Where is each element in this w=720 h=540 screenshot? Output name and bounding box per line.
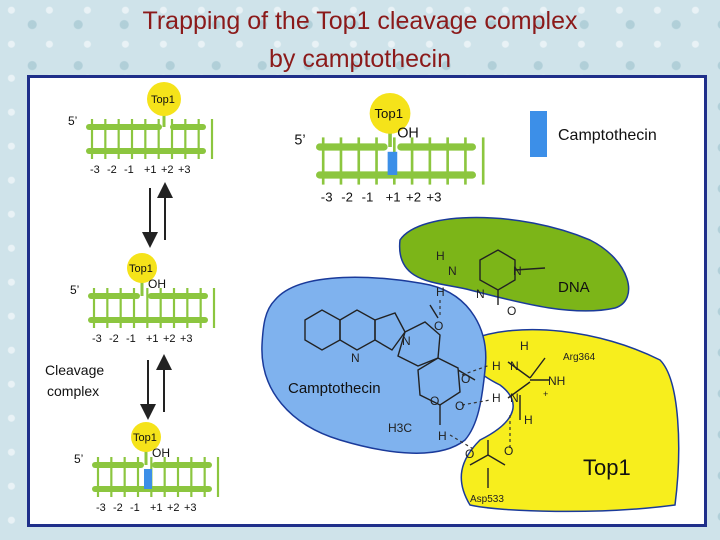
top1-ball-label: Top1 [151,94,175,106]
position-label: -2 [113,502,123,514]
atom-h-2: H [436,285,445,299]
atom-n-6: N [510,359,519,373]
asp533-label: Asp533 [470,494,504,505]
dna-top-strand-right [170,124,206,130]
camptothecin-region [261,276,487,454]
dna-top-strand-left [86,124,162,130]
position-label: +3 [180,333,193,345]
camptothecin-marker [387,151,398,175]
camptothecin-marker [144,469,152,489]
atom-o-6: O [465,447,474,461]
atom-o-3: O [461,372,470,386]
position-label: +1 [146,333,159,345]
position-label: +2 [406,189,421,204]
top1-region [460,328,680,513]
position-label: -3 [90,164,100,176]
position-label: -3 [321,189,333,204]
dna-top-strand-right [397,143,476,151]
atom-h-3: H [438,429,447,443]
atom-o-1: O [507,304,516,318]
dna-top-strand-right [152,462,212,468]
top1-ball-label: Top1 [133,432,157,444]
position-label: +3 [178,164,191,176]
dna-top-strand-left [92,462,144,468]
position-label: -1 [362,189,374,204]
top1-region-label: Top1 [583,455,631,480]
atom-n-4: N [351,351,360,365]
position-label: +1 [150,502,163,514]
title-line-2: by camptothecin [268,45,452,73]
dna-top-strand-left [316,143,388,151]
dna-bottom-strand [86,148,206,154]
camptothecin-legend-label: Camptothecin [558,127,657,144]
five-prime-label: 5’ [70,283,79,297]
five-prime-label: 5’ [74,452,83,466]
atom-n-5: N [402,334,411,348]
oh-label: OH [152,446,170,460]
atom-h-4: H [492,359,501,373]
atom-n-2: N [476,287,485,301]
atom-h-7: H [524,413,533,427]
atom-o-7: O [504,444,513,458]
position-label: -2 [341,189,353,204]
top1-ball-label: Top1 [374,106,403,121]
aspartate-structure [469,440,506,488]
position-label: -1 [126,333,136,345]
position-label: +2 [167,502,180,514]
position-label: +2 [163,333,176,345]
atom-n-3: N [513,264,522,278]
atom-h-5: H [520,339,529,353]
position-label: +2 [161,164,174,176]
hydrogen-bonds [439,300,511,451]
atom-n-1: N [448,264,457,278]
dna-region-label: DNA [558,279,590,296]
position-label: -3 [92,333,102,345]
camptothecin-structure [304,304,476,425]
camptothecin-legend-swatch [530,111,547,157]
atom-h-1: H [436,249,445,263]
position-label: +3 [184,502,197,514]
dna-top-strand-right [148,293,208,299]
atom-h3c: H3C [388,421,412,435]
atom-n-7: N [510,391,519,405]
camptothecin-region-label: Camptothecin [288,380,381,397]
top1-ball [369,93,411,134]
cleavage-complex-line-2: complex [47,383,99,399]
arginine-structure [507,357,550,420]
arg364-label: Arg364 [563,352,596,363]
atom-nh: NH [548,374,565,388]
oh-label: OH [148,277,166,291]
top1-ball [131,422,161,452]
cytosine-structure [479,249,546,305]
title-line-1: Trapping of the Top1 cleavage complex [142,7,578,35]
dna-region [399,216,630,312]
top1-ball [127,253,157,283]
atom-o-2: O [434,319,443,333]
oh-label: OH [397,125,419,141]
atom-plus: + [543,389,548,399]
position-label: -3 [96,502,106,514]
position-label: +1 [144,164,157,176]
dna-top-strand-left [88,293,140,299]
atom-h-6: H [492,391,501,405]
atom-o-5: O [455,399,464,413]
cleavage-complex-line-1: Cleavage [45,362,104,378]
position-label: -2 [109,333,119,345]
top1-ball-label: Top1 [129,263,153,275]
position-label: +1 [386,189,401,204]
top1-ball [147,82,181,116]
dna-bottom-strand [88,317,208,323]
position-label: -2 [107,164,117,176]
position-label: -1 [130,502,140,514]
atom-o-4: O [430,394,439,408]
five-prime-label: 5’ [68,114,77,128]
position-label: +3 [426,189,441,204]
position-label: -1 [124,164,134,176]
dna-diagram-1: Top1 5’ -3 -2 -1 +1 +2 +3 [68,82,214,176]
five-prime-label: 5’ [294,133,305,149]
